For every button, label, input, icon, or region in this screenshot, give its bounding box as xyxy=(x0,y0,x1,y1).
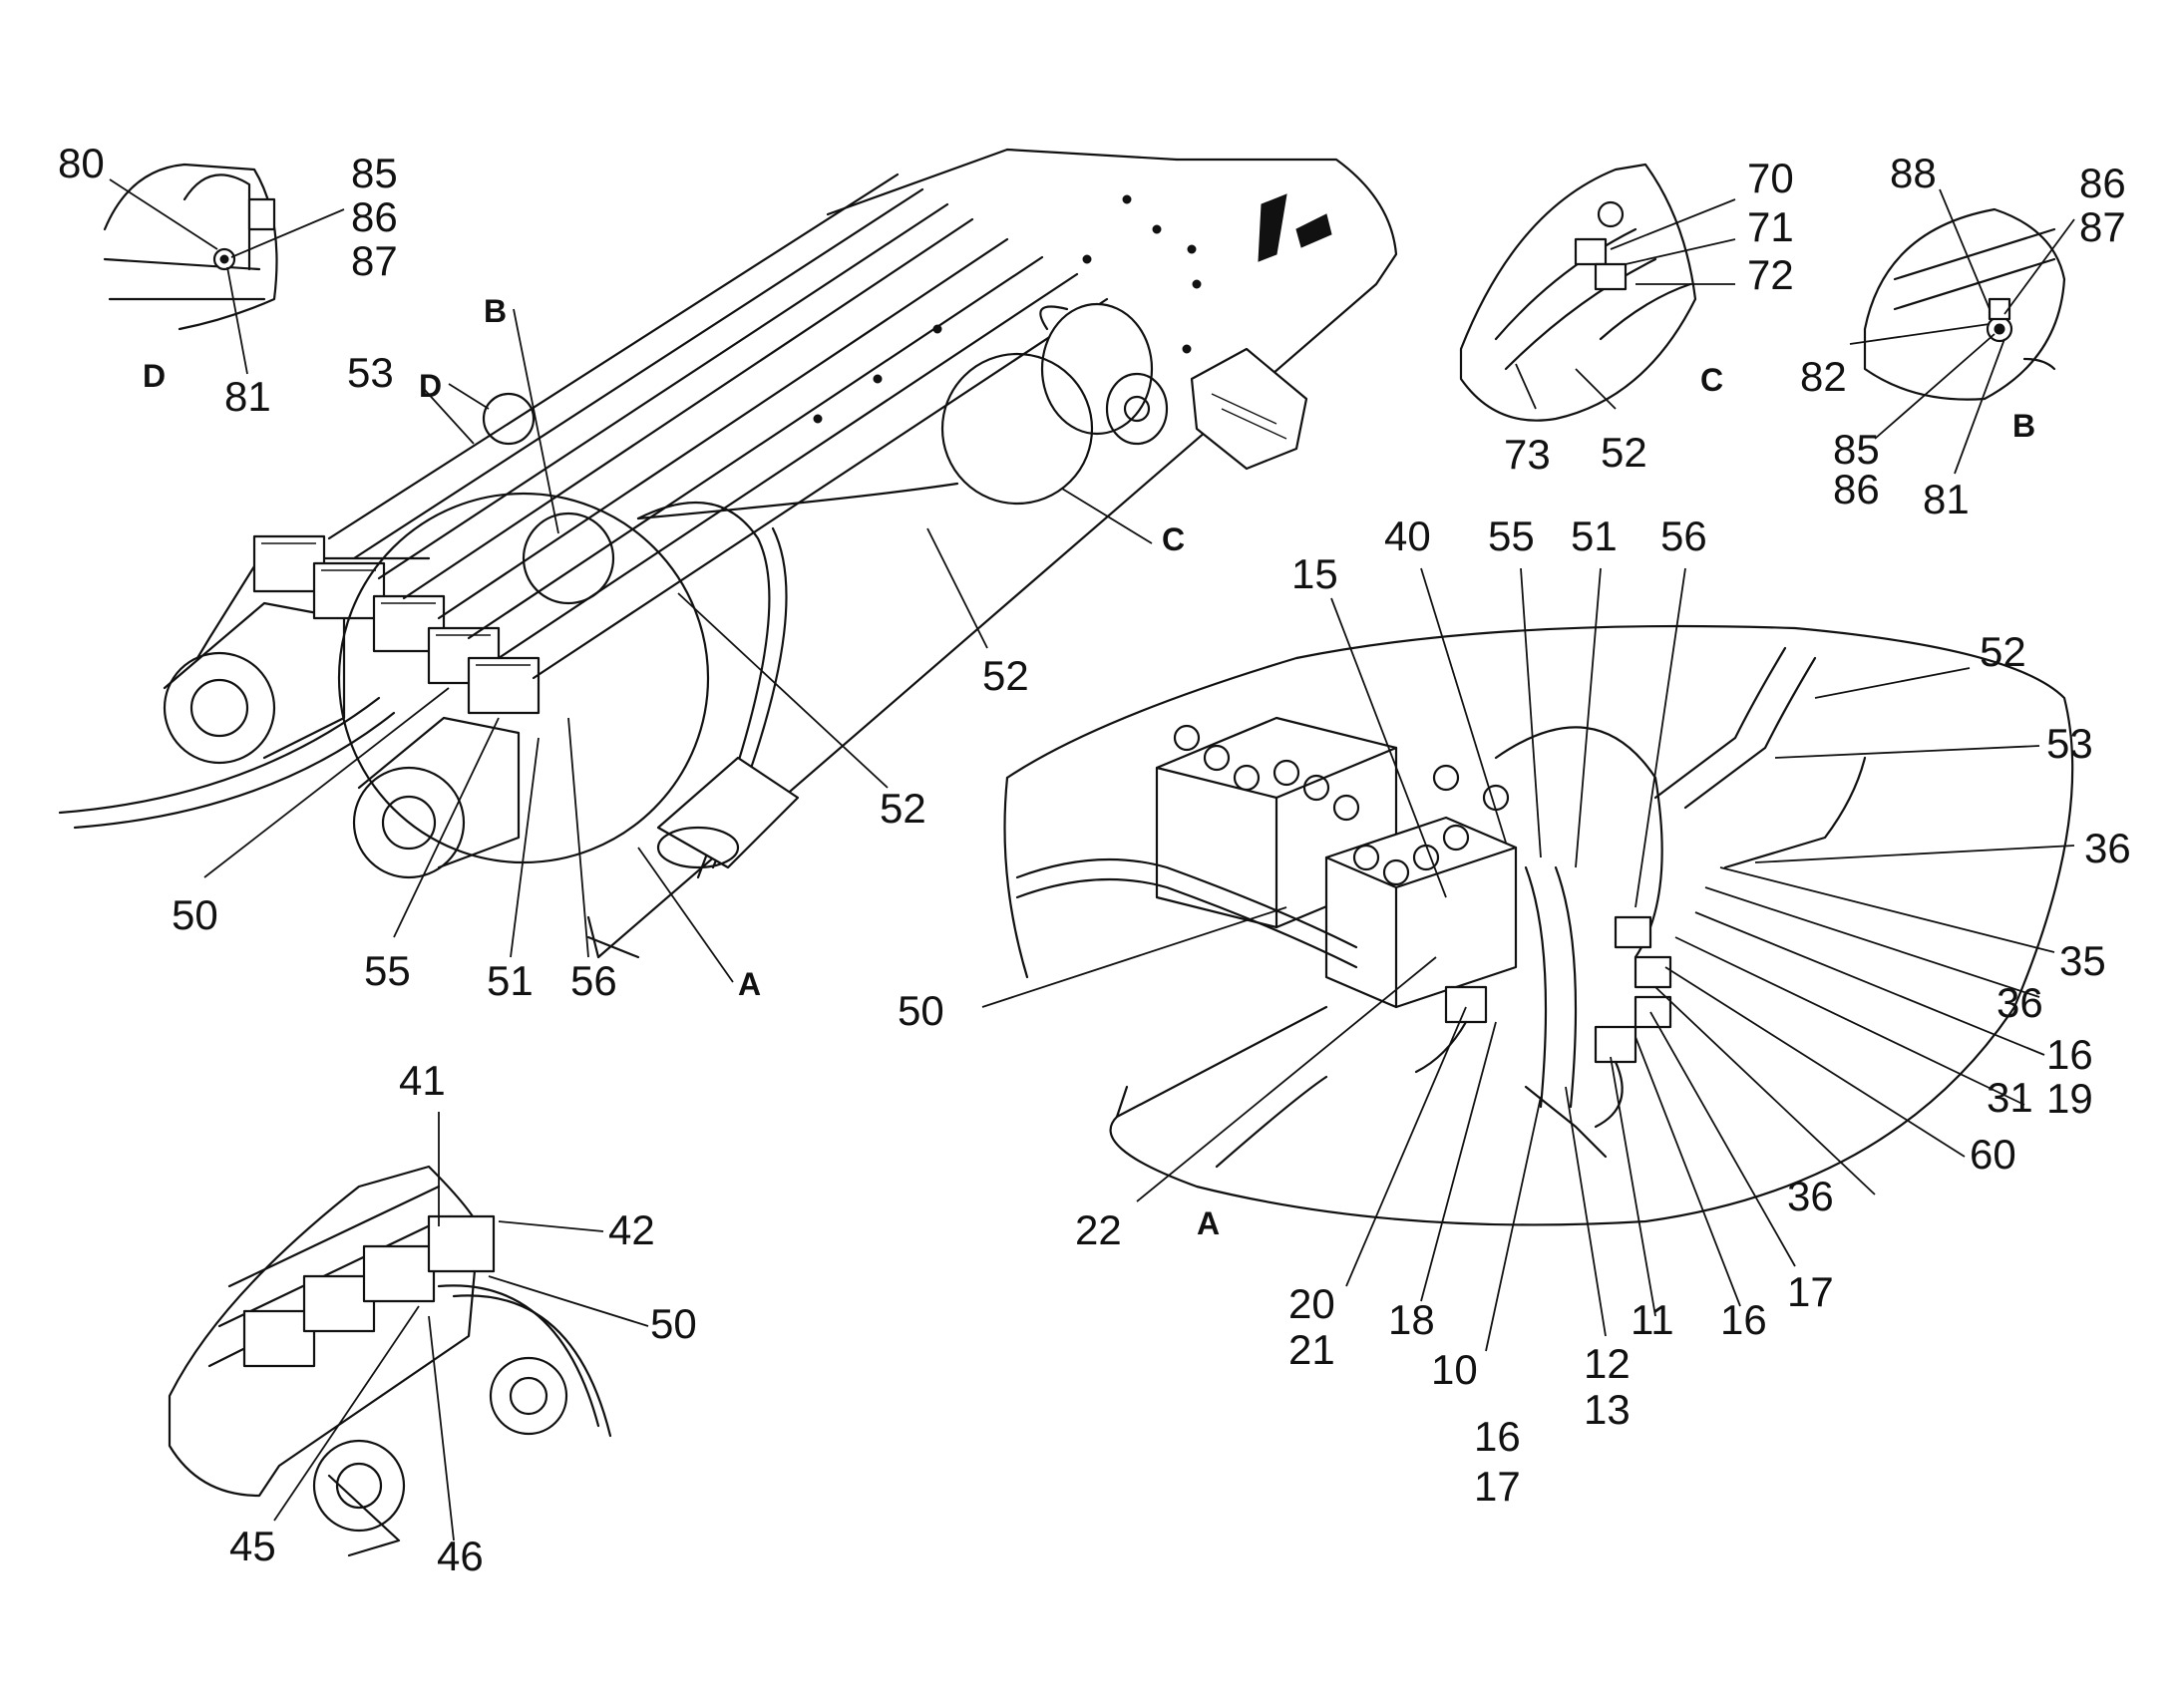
callout-10: 10 xyxy=(1431,1346,1478,1393)
callout-36: 36 xyxy=(1787,1173,1834,1219)
callout-71: 71 xyxy=(1747,203,1794,250)
callout-86: 86 xyxy=(1833,466,1880,512)
callout-numbers: 80 85 86 87 81 53 52 52 50 55 51 56 70 7… xyxy=(58,140,2131,1579)
callout-52: 52 xyxy=(1980,628,2026,675)
callout-88: 88 xyxy=(1890,150,1937,196)
callout-55: 55 xyxy=(364,947,411,994)
callout-52: 52 xyxy=(1601,429,1647,476)
detail-circle-D xyxy=(482,392,536,446)
callout-17: 17 xyxy=(1787,1268,1834,1315)
callout-40: 40 xyxy=(1384,512,1431,559)
callout-81: 81 xyxy=(224,373,271,420)
callout-81: 81 xyxy=(1923,476,1970,522)
callout-50: 50 xyxy=(898,987,944,1034)
callout-53: 53 xyxy=(347,349,394,396)
callout-51: 51 xyxy=(487,957,534,1004)
callout-17: 17 xyxy=(1474,1463,1521,1510)
view-label-B-callout: B xyxy=(484,293,507,329)
callout-16: 16 xyxy=(1474,1413,1521,1460)
callout-87: 87 xyxy=(351,237,398,284)
view-labels: D D B C B C A A xyxy=(143,293,2035,1241)
callout-18: 18 xyxy=(1388,1296,1435,1343)
detail-circle-C xyxy=(940,352,1094,506)
view-label-A-callout: A xyxy=(738,966,761,1002)
callout-20: 20 xyxy=(1288,1280,1335,1327)
callout-70: 70 xyxy=(1747,155,1794,201)
detail-view-C xyxy=(1459,163,1697,422)
callout-53: 53 xyxy=(2046,720,2093,767)
view-label-B-detail: B xyxy=(2012,408,2035,444)
bolt-dots xyxy=(813,194,1202,424)
callout-51: 51 xyxy=(1571,512,1618,559)
logo-shape xyxy=(1258,193,1332,262)
callout-46: 46 xyxy=(437,1533,484,1579)
callout-16: 16 xyxy=(2046,1031,2093,1078)
callout-11: 11 xyxy=(1631,1296,1674,1343)
ball-valve-left xyxy=(1414,985,1488,1074)
view-label-C-callout: C xyxy=(1162,521,1185,557)
callout-45: 45 xyxy=(229,1523,276,1569)
callout-21: 21 xyxy=(1288,1326,1335,1373)
ball-valve-right xyxy=(1524,1025,1637,1159)
callout-82: 82 xyxy=(1800,353,1847,400)
callout-50: 50 xyxy=(650,1300,697,1347)
callout-36: 36 xyxy=(1997,979,2043,1026)
detail-circle-B xyxy=(522,512,615,605)
callout-31: 31 xyxy=(1987,1074,2033,1121)
callout-72: 72 xyxy=(1747,251,1794,298)
view-label-C-detail: C xyxy=(1700,362,1723,398)
callout-13: 13 xyxy=(1584,1386,1631,1433)
callout-41: 41 xyxy=(399,1057,446,1104)
callout-52: 52 xyxy=(982,652,1029,699)
callout-85: 85 xyxy=(1833,426,1880,473)
callout-56: 56 xyxy=(1660,512,1707,559)
detail-view-A xyxy=(1003,624,2074,1226)
callout-42: 42 xyxy=(608,1206,655,1253)
callout-19: 19 xyxy=(2046,1075,2093,1122)
callout-73: 73 xyxy=(1504,431,1551,478)
callout-52: 52 xyxy=(880,785,926,832)
drive-motor xyxy=(1039,302,1169,446)
callout-36: 36 xyxy=(2084,825,2131,871)
main-boom-assembly xyxy=(58,148,1398,959)
callout-56: 56 xyxy=(570,957,617,1004)
hydraulic-cylinder xyxy=(656,756,800,869)
control-box xyxy=(1190,347,1308,471)
view-label-A-detail: A xyxy=(1197,1205,1220,1241)
shutoff-fittings xyxy=(1614,915,1672,1029)
callout-12: 12 xyxy=(1584,1340,1631,1387)
view-label-D-detail: D xyxy=(143,358,166,394)
callout-35: 35 xyxy=(2059,937,2106,984)
callout-16: 16 xyxy=(1720,1296,1767,1343)
detail-view-B xyxy=(1863,207,2066,401)
detail-circle-A xyxy=(337,492,710,864)
callout-86: 86 xyxy=(351,193,398,240)
callout-55: 55 xyxy=(1488,512,1535,559)
callout-80: 80 xyxy=(58,140,105,186)
callout-60: 60 xyxy=(1970,1131,2016,1178)
hose-bundle xyxy=(327,172,1109,680)
view-label-D-callout: D xyxy=(419,368,442,404)
leader-lines xyxy=(109,178,2075,1541)
detail-view-D xyxy=(103,163,278,331)
callout-85: 85 xyxy=(351,150,398,196)
callout-22: 22 xyxy=(1075,1206,1122,1253)
valve-block-row xyxy=(252,534,541,715)
callout-86: 86 xyxy=(2079,160,2126,206)
callout-87: 87 xyxy=(2079,203,2126,250)
callout-50: 50 xyxy=(172,891,218,938)
manifold-fittings xyxy=(1173,724,1510,886)
callout-15: 15 xyxy=(1291,550,1338,597)
